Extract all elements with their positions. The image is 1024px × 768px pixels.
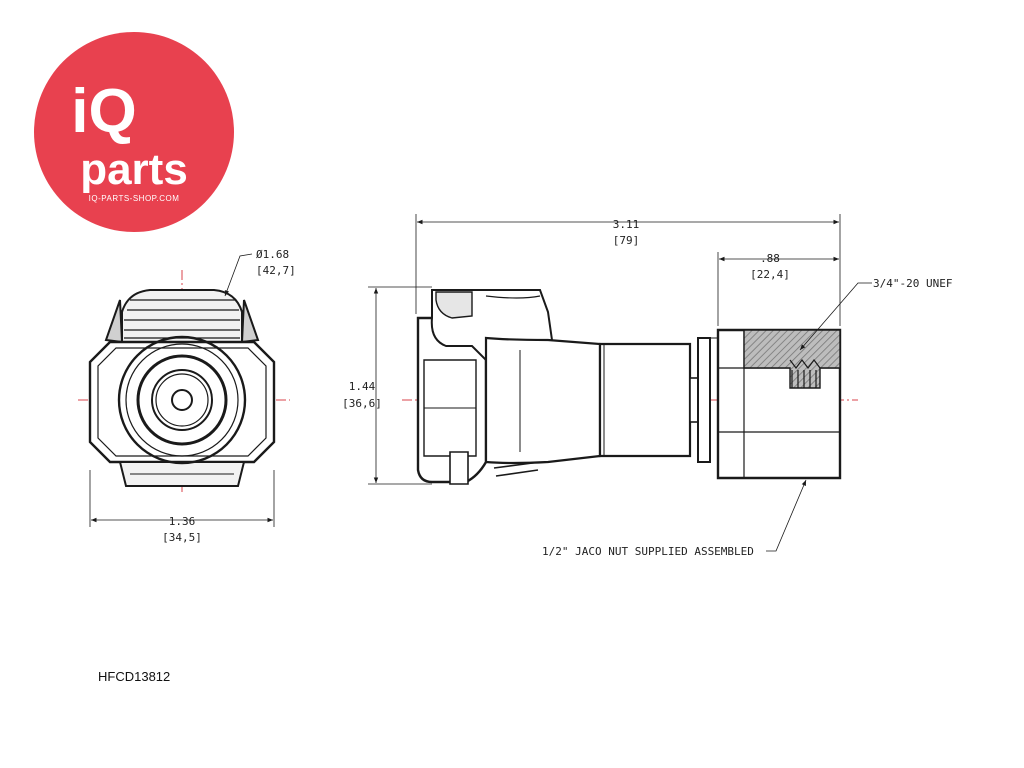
side-bottom-tab (449, 451, 469, 485)
part-number: HFCD13812 (98, 669, 171, 684)
front-width-label: 1.36 (169, 515, 196, 528)
front-view (78, 253, 290, 527)
front-width-metric: [34,5] (162, 531, 202, 544)
front-outer-ring (117, 335, 247, 465)
front-cap-ribs (124, 299, 240, 339)
side-thread-length-metric: [22,4] (750, 268, 790, 281)
side-height-metric: [36,6] (342, 397, 382, 410)
front-ring-4 (151, 369, 213, 431)
front-center-hole (171, 389, 193, 411)
side-thread-teeth (789, 359, 821, 369)
side-thread-callout: 3/4"-20 UNEF (873, 277, 952, 290)
logo-url: IQ-PARTS-SHOP.COM (89, 194, 180, 203)
front-diameter-label: Ø1.68 (256, 248, 289, 261)
front-right-fin (240, 299, 260, 344)
side-shaft-flat (689, 377, 699, 423)
front-diameter-metric: [42,7] (256, 264, 296, 277)
front-diameter-leader (224, 253, 253, 297)
front-octagon-inner (97, 347, 267, 457)
front-ring-2 (125, 343, 239, 457)
side-view (368, 214, 872, 552)
side-latch-button (435, 291, 473, 319)
side-head-hex (423, 359, 477, 457)
side-length-label: 3.11 (613, 218, 640, 231)
side-body-taper (484, 336, 602, 465)
side-thread-length-label: .88 (760, 252, 780, 265)
side-shaft (598, 342, 692, 458)
side-length-metric: [79] (613, 234, 640, 247)
front-ring-3 (136, 354, 228, 446)
side-thread-inner (791, 370, 817, 388)
side-latch-curve (485, 295, 541, 299)
logo-circle (34, 32, 234, 232)
logo-iq: iQ (71, 77, 136, 146)
side-nut-callout-leader (766, 479, 807, 552)
iq-parts-logo: iQ parts IQ-PARTS-SHOP.COM (34, 32, 234, 232)
side-nut-callout: 1/2" JACO NUT SUPPLIED ASSEMBLED (542, 545, 754, 558)
front-ring-5 (155, 373, 209, 427)
side-shaft-collar (697, 337, 711, 463)
side-thread-callout-leader (799, 282, 872, 351)
logo-parts: parts (80, 145, 188, 194)
front-top-cap (121, 289, 243, 346)
front-left-fin (104, 299, 124, 344)
side-height-label: 1.44 (349, 380, 376, 393)
